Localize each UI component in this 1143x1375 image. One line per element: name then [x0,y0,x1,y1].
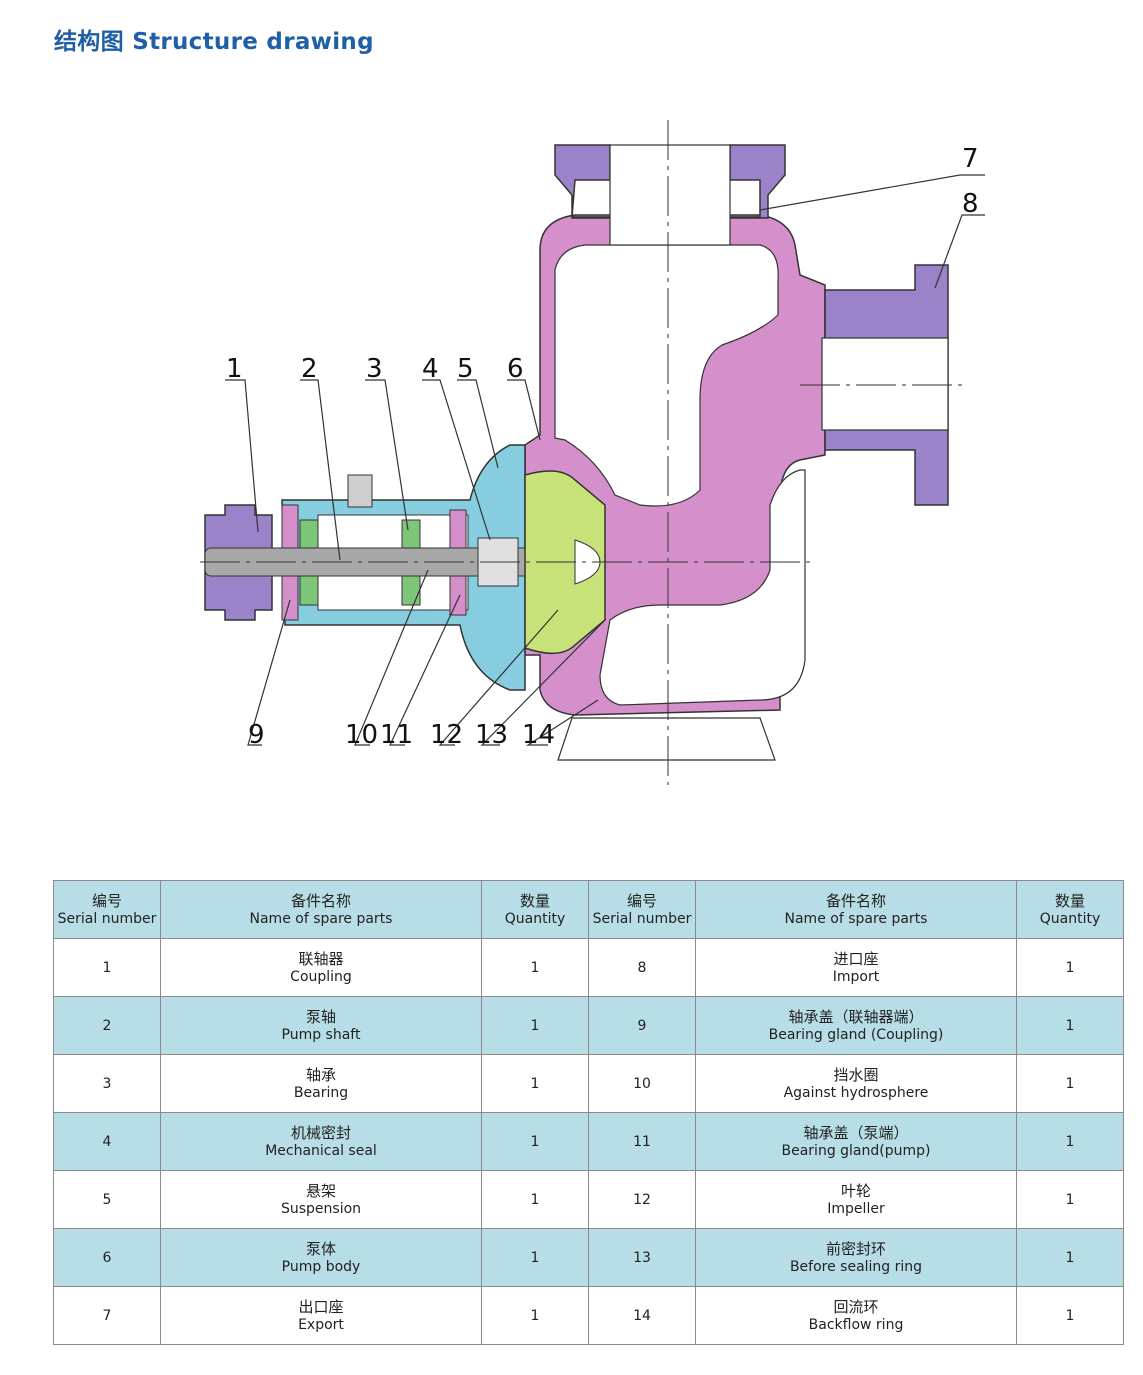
quantity-cell: 1 [481,996,589,1055]
export-port [609,144,731,246]
serial-number-cell: 10 [588,1054,696,1113]
serial-number-cell: 3 [53,1054,161,1113]
quantity-cell: 1 [1016,1228,1124,1287]
quantity-cell: 1 [481,938,589,997]
callout-11: 11 [380,720,413,750]
oil-plug [347,474,373,508]
quantity-cell: 1 [481,1054,589,1113]
quantity-cell: 1 [1016,1112,1124,1171]
serial-number-cell: 4 [53,1112,161,1171]
quantity-cell: 1 [481,1286,589,1345]
leader-lines [225,174,985,746]
page-title: 结构图 Structure drawing [54,29,374,55]
pump-body-lower-cavity [599,469,806,706]
serial-number-cell: 13 [588,1228,696,1287]
quantity-cell: 1 [1016,1286,1124,1345]
serial-number-cell: 5 [53,1170,161,1229]
import-port [821,337,949,431]
serial-number-cell: 1 [53,938,161,997]
structure-drawing: 1 2 3 4 5 6 7 8 9 10 11 12 13 14 [200,120,985,785]
serial-number-cell: 2 [53,996,161,1055]
serial-number-cell: 12 [588,1170,696,1229]
callout-13: 13 [475,720,508,750]
callout-5: 5 [457,354,474,384]
callout-14: 14 [522,720,555,750]
pump-body-cavity [554,244,779,507]
serial-number-cell: 8 [588,938,696,997]
callout-12: 12 [430,720,463,750]
quantity-cell: 1 [1016,1170,1124,1229]
quantity-cell: 1 [1016,938,1124,997]
quantity-cell: 1 [1016,996,1124,1055]
quantity-cell: 1 [481,1228,589,1287]
pump-foot [557,717,776,761]
serial-number-cell: 6 [53,1228,161,1287]
serial-number-cell: 7 [53,1286,161,1345]
serial-number-cell: 11 [588,1112,696,1171]
callout-7: 7 [962,144,979,174]
part-name-cell: 轴承盖（泵端）Bearing gland(pump) [695,1112,1017,1171]
serial-number-cell: 14 [588,1286,696,1345]
part-name-cell: 轴承盖（联轴器端）Bearing gland (Coupling) [695,996,1017,1055]
quantity-cell: 1 [481,1170,589,1229]
callout-1: 1 [226,354,243,384]
callout-10: 10 [345,720,378,750]
callout-4: 4 [422,354,439,384]
serial-number-cell: 9 [588,996,696,1055]
quantity-cell: 1 [1016,1054,1124,1113]
callout-2: 2 [301,354,318,384]
quantity-cell: 1 [481,1112,589,1171]
callout-6: 6 [507,354,524,384]
callout-8: 8 [962,189,979,219]
callout-9: 9 [248,720,265,750]
callout-3: 3 [366,354,383,384]
